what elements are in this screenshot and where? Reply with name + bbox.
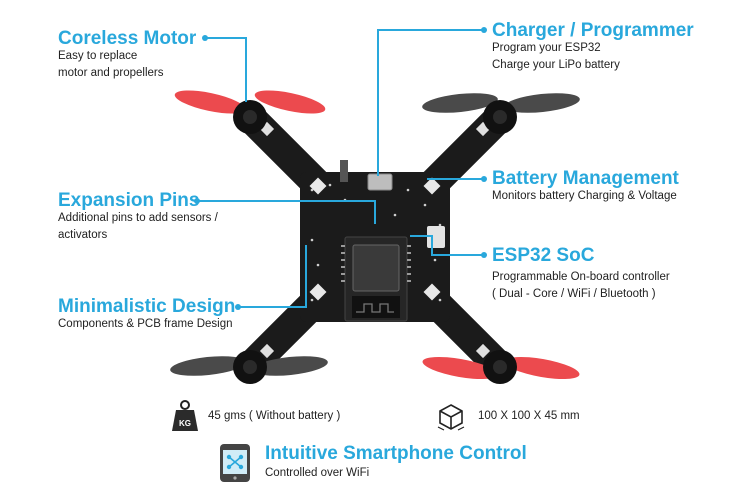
esp32-line-1: Programmable On-board controller — [492, 271, 670, 283]
smartphone-control-subtitle: Controlled over WiFi — [265, 467, 370, 479]
esp32-title: ESP32 SoC — [492, 245, 595, 266]
expansion-pins-title: Expansion Pins — [58, 190, 200, 211]
minimalistic-line-1: Components & PCB frame Design — [58, 318, 233, 330]
charger-line-2: Charge your LiPo battery — [492, 59, 620, 71]
propeller-rear-left — [170, 356, 328, 376]
battery-management-line-1: Monitors battery Charging & Voltage — [492, 190, 677, 202]
minimalistic-desc: Components & PCB frame Design — [58, 316, 233, 333]
svg-text:KG: KG — [179, 419, 191, 428]
smartphone-drone-icon — [220, 444, 250, 482]
battery-management-title: Battery Management — [492, 168, 679, 189]
expansion-pins-line-2: activators — [58, 229, 108, 241]
propeller-front-right — [422, 93, 580, 113]
coreless-motor-line-1: Easy to replace — [58, 50, 138, 62]
weight-spec: 45 gms ( Without battery ) — [208, 410, 341, 422]
esp32-desc: Programmable On-board controller ( Dual … — [492, 269, 670, 303]
weight-icon: KG — [172, 400, 198, 431]
smartphone-control-title: Intuitive Smartphone Control — [265, 443, 527, 464]
callout-leader-lines — [197, 29, 484, 308]
battery-management-desc: Monitors battery Charging & Voltage — [492, 188, 677, 205]
expansion-pins-line-1: Additional pins to add sensors / — [58, 212, 218, 224]
charger-title: Charger / Programmer — [492, 20, 694, 41]
propeller-rear-right — [422, 356, 580, 380]
charger-desc: Program your ESP32 Charge your LiPo batt… — [492, 40, 620, 74]
charger-line-1: Program your ESP32 — [492, 42, 601, 54]
propeller-front-left — [174, 90, 326, 114]
expansion-pins-desc: Additional pins to add sensors / activat… — [58, 210, 218, 244]
drone-frame — [235, 102, 515, 382]
coreless-motor-line-2: motor and propellers — [58, 67, 164, 79]
box-3d-icon — [437, 404, 465, 431]
coreless-motor-title: Coreless Motor — [58, 28, 197, 49]
motors — [233, 100, 517, 384]
coreless-motor-desc: Easy to replace motor and propellers — [58, 48, 163, 82]
dimensions-spec: 100 X 100 X 45 mm — [478, 410, 580, 422]
minimalistic-title: Minimalistic Design — [58, 296, 236, 317]
esp32-line-2: ( Dual - Core / WiFi / Bluetooth ) — [492, 288, 656, 300]
